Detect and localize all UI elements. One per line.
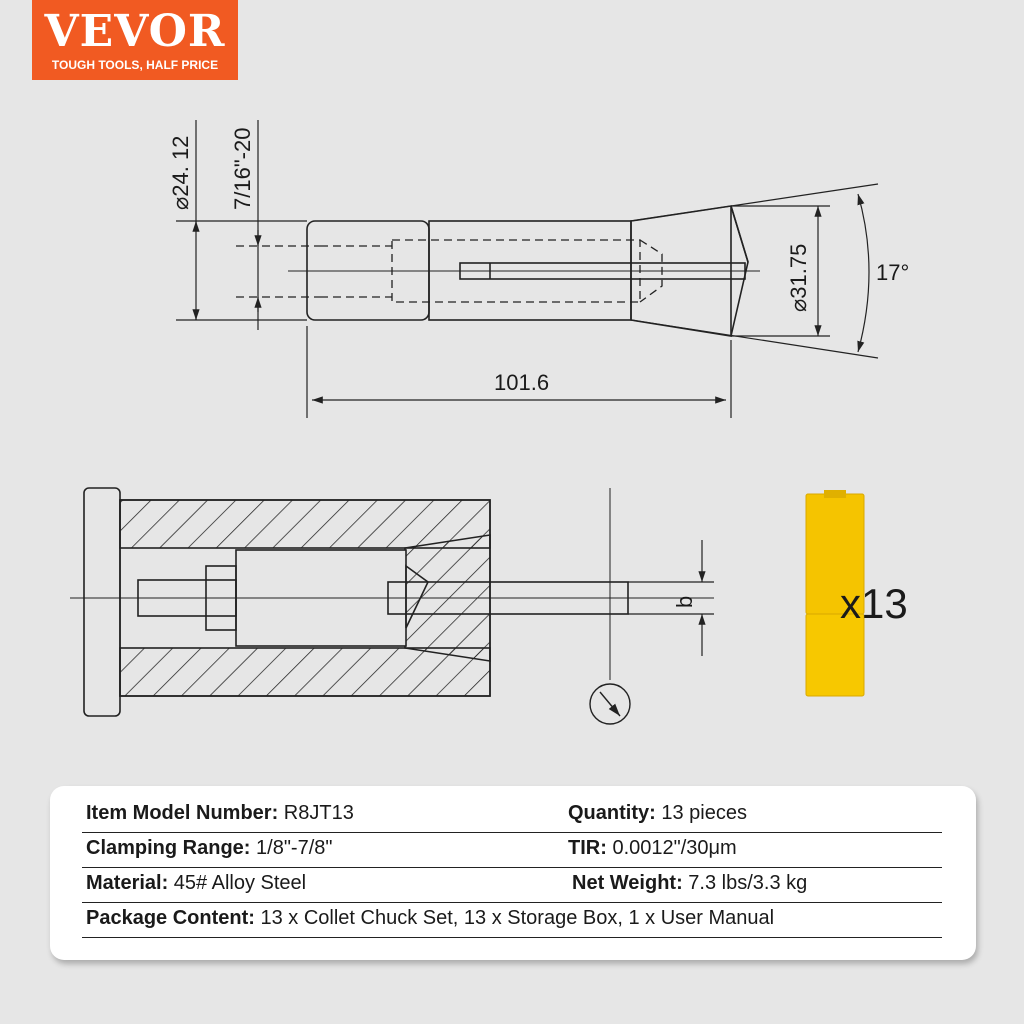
dim-diameter-left: ⌀24. 12 xyxy=(168,136,193,210)
brand-tagline: TOUGH TOOLS, HALF PRICE xyxy=(51,58,219,72)
material-label: Material: xyxy=(86,872,169,894)
clamp-label: Clamping Range: xyxy=(86,837,251,859)
tir-value: 0.0012"/30μm xyxy=(606,837,737,859)
spec-row-3: Material: 45# Alloy Steel Net Weight: 7.… xyxy=(82,868,942,903)
dim-thread: 7/16"-20 xyxy=(230,128,255,210)
weight-value: 7.3 lbs/3.3 kg xyxy=(682,872,808,894)
brand-name: VEVOR xyxy=(44,6,226,57)
dim-b-label: b xyxy=(672,596,697,608)
quantity-label: Quantity: xyxy=(568,802,656,824)
quantity-value: 13 pieces xyxy=(655,802,747,824)
dim-diameter-right: ⌀31.75 xyxy=(786,244,811,312)
dim-angle: 17° xyxy=(876,260,909,285)
model-value: R8JT13 xyxy=(278,802,354,824)
spec-row-2: Clamping Range: 1/8"-7/8" TIR: 0.0012"/3… xyxy=(82,833,942,868)
collet-side-view xyxy=(236,205,760,337)
package-value: 13 x Collet Chuck Set, 13 x Storage Box,… xyxy=(254,907,775,929)
quantity-multiplier: x13 xyxy=(840,580,908,627)
dim-length: 101.6 xyxy=(494,370,549,395)
spec-card: Item Model Number: R8JT13 Quantity: 13 p… xyxy=(50,786,976,960)
package-label: Package Content: xyxy=(86,907,255,929)
material-value: 45# Alloy Steel xyxy=(168,872,307,894)
model-label: Item Model Number: xyxy=(86,802,279,824)
clamp-value: 1/8"-7/8" xyxy=(250,837,333,859)
spec-row-4: Package Content: 13 x Collet Chuck Set, … xyxy=(82,903,942,938)
weight-label: Net Weight: xyxy=(572,872,683,894)
brand-logo: VEVOR TOUGH TOOLS, HALF PRICE xyxy=(32,0,238,80)
collet-cross-section xyxy=(70,487,714,725)
tir-label: TIR: xyxy=(568,837,607,859)
top-dimension-lines xyxy=(176,120,879,418)
storage-box-icon xyxy=(805,490,865,697)
spec-row-1: Item Model Number: R8JT13 Quantity: 13 p… xyxy=(82,798,942,833)
